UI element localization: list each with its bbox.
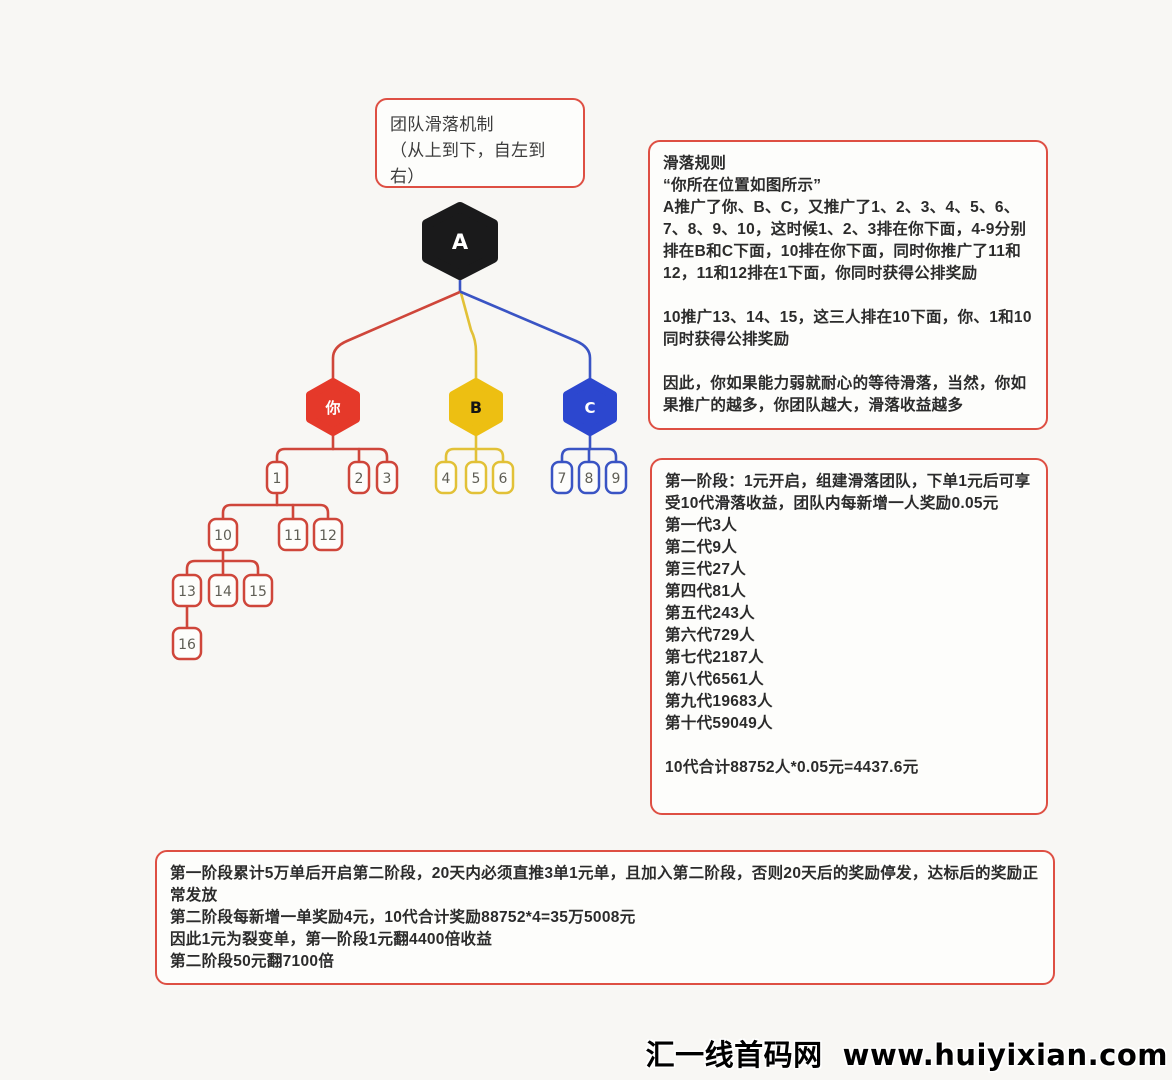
connector-you-rail xyxy=(275,447,389,464)
hexagon-b-shape xyxy=(449,378,503,436)
tree-node-3: 3 xyxy=(375,460,399,495)
tree-node-7: 7 xyxy=(550,460,574,495)
node-13-box xyxy=(171,573,203,608)
hexagon-node-you: 你 xyxy=(306,378,360,436)
node-2-label: 2 xyxy=(355,471,364,487)
node-16-label: 16 xyxy=(178,637,196,653)
node-14-label: 14 xyxy=(214,584,232,600)
stage2-rules-text: 第一阶段累计5万单后开启第二阶段，20天内必须直推3单1元单，且加入第二阶段，否… xyxy=(170,865,1039,970)
node-8-box xyxy=(577,460,601,495)
connector-b-rail xyxy=(444,447,505,464)
node-16-box xyxy=(171,626,203,661)
tree-node-11: 11 xyxy=(277,517,309,552)
tree-node-5: 5 xyxy=(464,460,488,495)
node-5-label: 5 xyxy=(472,471,481,487)
hexagon-you-shape xyxy=(306,378,360,436)
node-11-label: 11 xyxy=(284,528,302,544)
node-10-box xyxy=(207,517,239,552)
node-15-label: 15 xyxy=(249,584,267,600)
connector-a-to-c xyxy=(459,290,592,382)
rules-box: 滑落规则 “你所在位置如图所示” A推广了你、B、C，又推广了1、2、3、4、5… xyxy=(648,140,1048,430)
tree-node-6: 6 xyxy=(491,460,515,495)
node-3-box xyxy=(375,460,399,495)
hexagon-c-label: C xyxy=(584,399,595,417)
hexagon-you-label: 你 xyxy=(324,399,340,417)
hexagon-a-shape xyxy=(422,202,498,280)
tree-node-8: 8 xyxy=(577,460,601,495)
node-5-box xyxy=(464,460,488,495)
tree-node-9: 9 xyxy=(604,460,628,495)
node-10-label: 10 xyxy=(214,528,232,544)
node-4-label: 4 xyxy=(442,471,451,487)
tree-node-2: 2 xyxy=(347,460,371,495)
tree-node-10: 10 xyxy=(207,517,239,552)
tree-node-12: 12 xyxy=(312,517,344,552)
tree-node-13: 13 xyxy=(171,573,203,608)
connector-a-to-b xyxy=(459,291,478,382)
node-6-box xyxy=(491,460,515,495)
rules-text: 滑落规则 “你所在位置如图所示” A推广了你、B、C，又推广了1、2、3、4、5… xyxy=(663,155,1032,414)
node-7-box xyxy=(550,460,574,495)
title-box: 团队滑落机制 （从上到下，自左到右） xyxy=(375,98,585,188)
node-4-box xyxy=(434,460,458,495)
node-15-box xyxy=(242,573,274,608)
node-9-label: 9 xyxy=(612,471,621,487)
hexagon-node-b: B xyxy=(449,378,503,436)
node-7-label: 7 xyxy=(558,471,567,487)
tree-node-4: 4 xyxy=(434,460,458,495)
watermark-url: www.huiyixian.com xyxy=(842,1038,1168,1072)
connector-n1-rail xyxy=(221,503,330,521)
tree-node-16: 16 xyxy=(171,626,203,661)
title-text: 团队滑落机制 （从上到下，自左到右） xyxy=(390,115,546,186)
node-14-box xyxy=(207,573,239,608)
node-3-label: 3 xyxy=(383,471,392,487)
hexagon-node-c: C xyxy=(563,378,617,436)
stage1-box: 第一阶段：1元开启，组建滑落团队，下单1元后可享受10代滑落收益，团队内每新增一… xyxy=(650,458,1048,815)
node-9-box xyxy=(604,460,628,495)
hexagon-a-label: A xyxy=(452,230,469,254)
node-6-label: 6 xyxy=(499,471,508,487)
node-12-box xyxy=(312,517,344,552)
node-2-box xyxy=(347,460,371,495)
watermark: 汇一线首码网 www.huiyixian.com xyxy=(646,1032,1168,1074)
node-1-label: 1 xyxy=(273,471,282,487)
hexagon-node-a: A xyxy=(422,202,498,280)
hexagon-c-shape xyxy=(563,378,617,436)
node-11-box xyxy=(277,517,309,552)
connector-a-to-you xyxy=(331,290,462,382)
node-8-label: 8 xyxy=(585,471,594,487)
stage1-text: 第一阶段：1元开启，组建滑落团队，下单1元后可享受10代滑落收益，团队内每新增一… xyxy=(665,473,1031,776)
stage2-rules-box: 第一阶段累计5万单后开启第二阶段，20天内必须直推3单1元单，且加入第二阶段，否… xyxy=(155,850,1055,985)
tree-node-15: 15 xyxy=(242,573,274,608)
node-12-label: 12 xyxy=(319,528,337,544)
node-13-label: 13 xyxy=(178,584,196,600)
hexagon-b-label: B xyxy=(470,398,482,417)
tree-node-14: 14 xyxy=(207,573,239,608)
node-1-box xyxy=(265,460,289,495)
tree-node-1: 1 xyxy=(265,460,289,495)
watermark-site-name: 汇一线首码网 xyxy=(645,1038,823,1072)
